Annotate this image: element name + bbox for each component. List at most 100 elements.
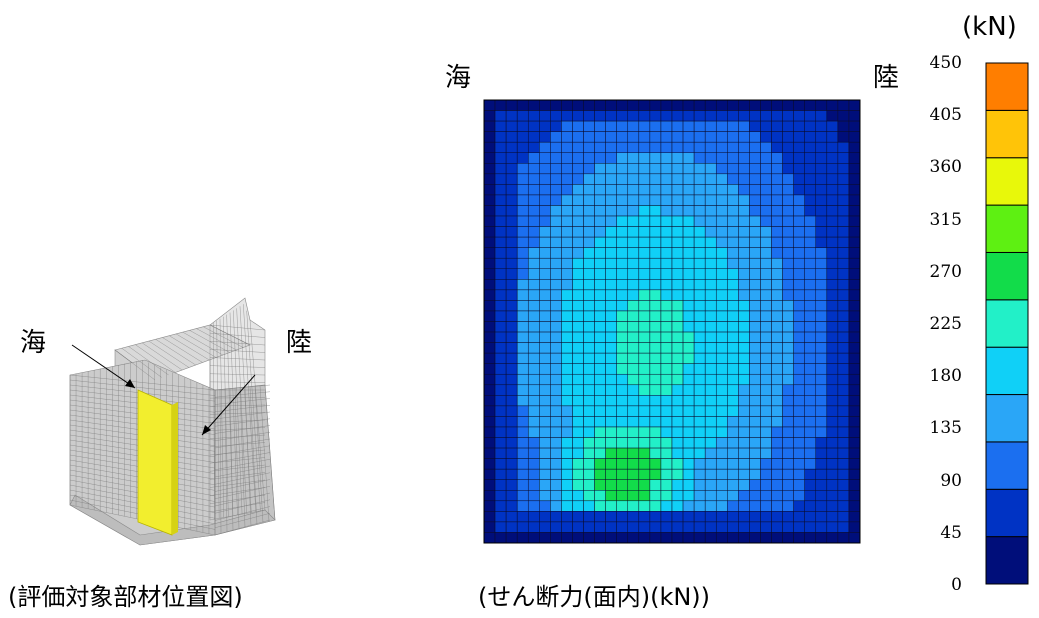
contour-cell — [627, 289, 640, 301]
contour-cell — [715, 310, 728, 322]
contour-cell — [516, 300, 529, 312]
contour-cell — [804, 416, 817, 428]
contour-cell — [738, 395, 750, 407]
contour-cell — [516, 152, 529, 164]
contour-cell — [804, 300, 817, 312]
contour-cell — [793, 257, 805, 270]
contour-cell — [516, 236, 529, 248]
contour-cell — [771, 331, 783, 343]
contour-cell — [572, 152, 584, 164]
contour-cell — [594, 437, 606, 449]
contour-cell — [693, 426, 706, 438]
contour-cell — [539, 373, 551, 386]
contour-cell — [561, 279, 573, 291]
contour-cell — [594, 194, 606, 206]
contour-cell — [804, 152, 817, 164]
mesh-line — [236, 308, 247, 514]
contour-cell — [539, 236, 551, 248]
contour-cell — [627, 331, 640, 343]
contour-cell — [682, 490, 695, 502]
contour-cell — [671, 310, 684, 322]
contour-cell — [638, 352, 651, 364]
contour-cell — [649, 300, 662, 312]
contour-cell — [727, 373, 739, 386]
contour-cell — [539, 194, 551, 206]
contour-cell — [494, 184, 507, 196]
contour-cell — [649, 384, 662, 396]
contour-cell — [727, 321, 739, 333]
contour-cell — [539, 331, 551, 343]
contour-cell — [837, 236, 850, 248]
contour-cell — [483, 468, 496, 480]
contour-cell — [837, 163, 850, 175]
contour-cell — [771, 184, 783, 196]
contour-cell — [660, 279, 673, 291]
contour-cell — [627, 395, 640, 407]
contour-cell — [826, 300, 839, 312]
contour-cell — [782, 321, 794, 333]
contour-cell — [494, 384, 507, 396]
contour-cell — [704, 247, 717, 259]
contour-cell — [616, 458, 629, 470]
contour-cell — [550, 152, 562, 164]
contour-cell — [671, 331, 684, 343]
contour-cell — [494, 141, 507, 153]
contour-cell — [848, 500, 861, 512]
contour-cell — [649, 289, 662, 301]
contour-cell — [638, 310, 651, 322]
scale-segment — [985, 251, 1029, 301]
contour-cell — [760, 500, 772, 512]
contour-cell — [848, 342, 861, 354]
contour-cell — [505, 131, 518, 143]
contour-cell — [483, 447, 496, 459]
contour-cell — [848, 300, 861, 312]
contour-cell — [561, 173, 573, 185]
contour-cell — [815, 458, 828, 470]
mesh-line — [189, 330, 230, 353]
contour-cell — [837, 395, 850, 407]
contour-cell — [594, 321, 606, 333]
contour-cell — [649, 521, 662, 533]
scale-segment — [985, 394, 1029, 443]
contour-cell — [605, 468, 617, 480]
mesh-line — [209, 341, 266, 346]
contour-cell — [727, 300, 739, 312]
contour-cell — [837, 152, 850, 164]
contour-cell — [826, 163, 839, 175]
contour-cell — [815, 310, 828, 322]
contour-cell — [715, 289, 728, 301]
mesh-line — [223, 316, 229, 517]
mesh-line — [209, 442, 266, 448]
mesh-line — [214, 486, 271, 499]
contour-cell — [848, 426, 861, 438]
contour-cell — [505, 205, 518, 217]
contour-cell — [605, 205, 617, 217]
contour-cell — [583, 468, 595, 480]
contour-cell — [804, 205, 817, 217]
evaluated-member-side — [172, 402, 178, 535]
contour-cell — [539, 521, 551, 533]
mesh-line — [209, 332, 266, 338]
contour-cell — [594, 342, 606, 354]
contour-cell — [760, 331, 772, 343]
contour-cell — [660, 437, 673, 449]
contour-cell — [738, 163, 750, 175]
contour-cell — [826, 437, 839, 449]
contour-cell — [682, 331, 695, 343]
contour-cell — [693, 352, 706, 364]
contour-cell — [616, 152, 629, 164]
contour-cell — [583, 163, 595, 175]
contour-cell — [572, 226, 584, 238]
contour-cell — [539, 500, 551, 512]
contour-cell — [671, 120, 684, 132]
contour-cell — [782, 310, 794, 322]
contour-cell — [771, 437, 783, 449]
contour-cell — [738, 184, 750, 196]
contour-cell — [494, 110, 507, 122]
contour-cell — [572, 268, 584, 280]
contour-cell — [494, 405, 507, 417]
contour-cell — [539, 289, 551, 301]
contour-cell — [649, 447, 662, 459]
contour-cell — [815, 395, 828, 407]
contour-cell — [693, 363, 706, 375]
